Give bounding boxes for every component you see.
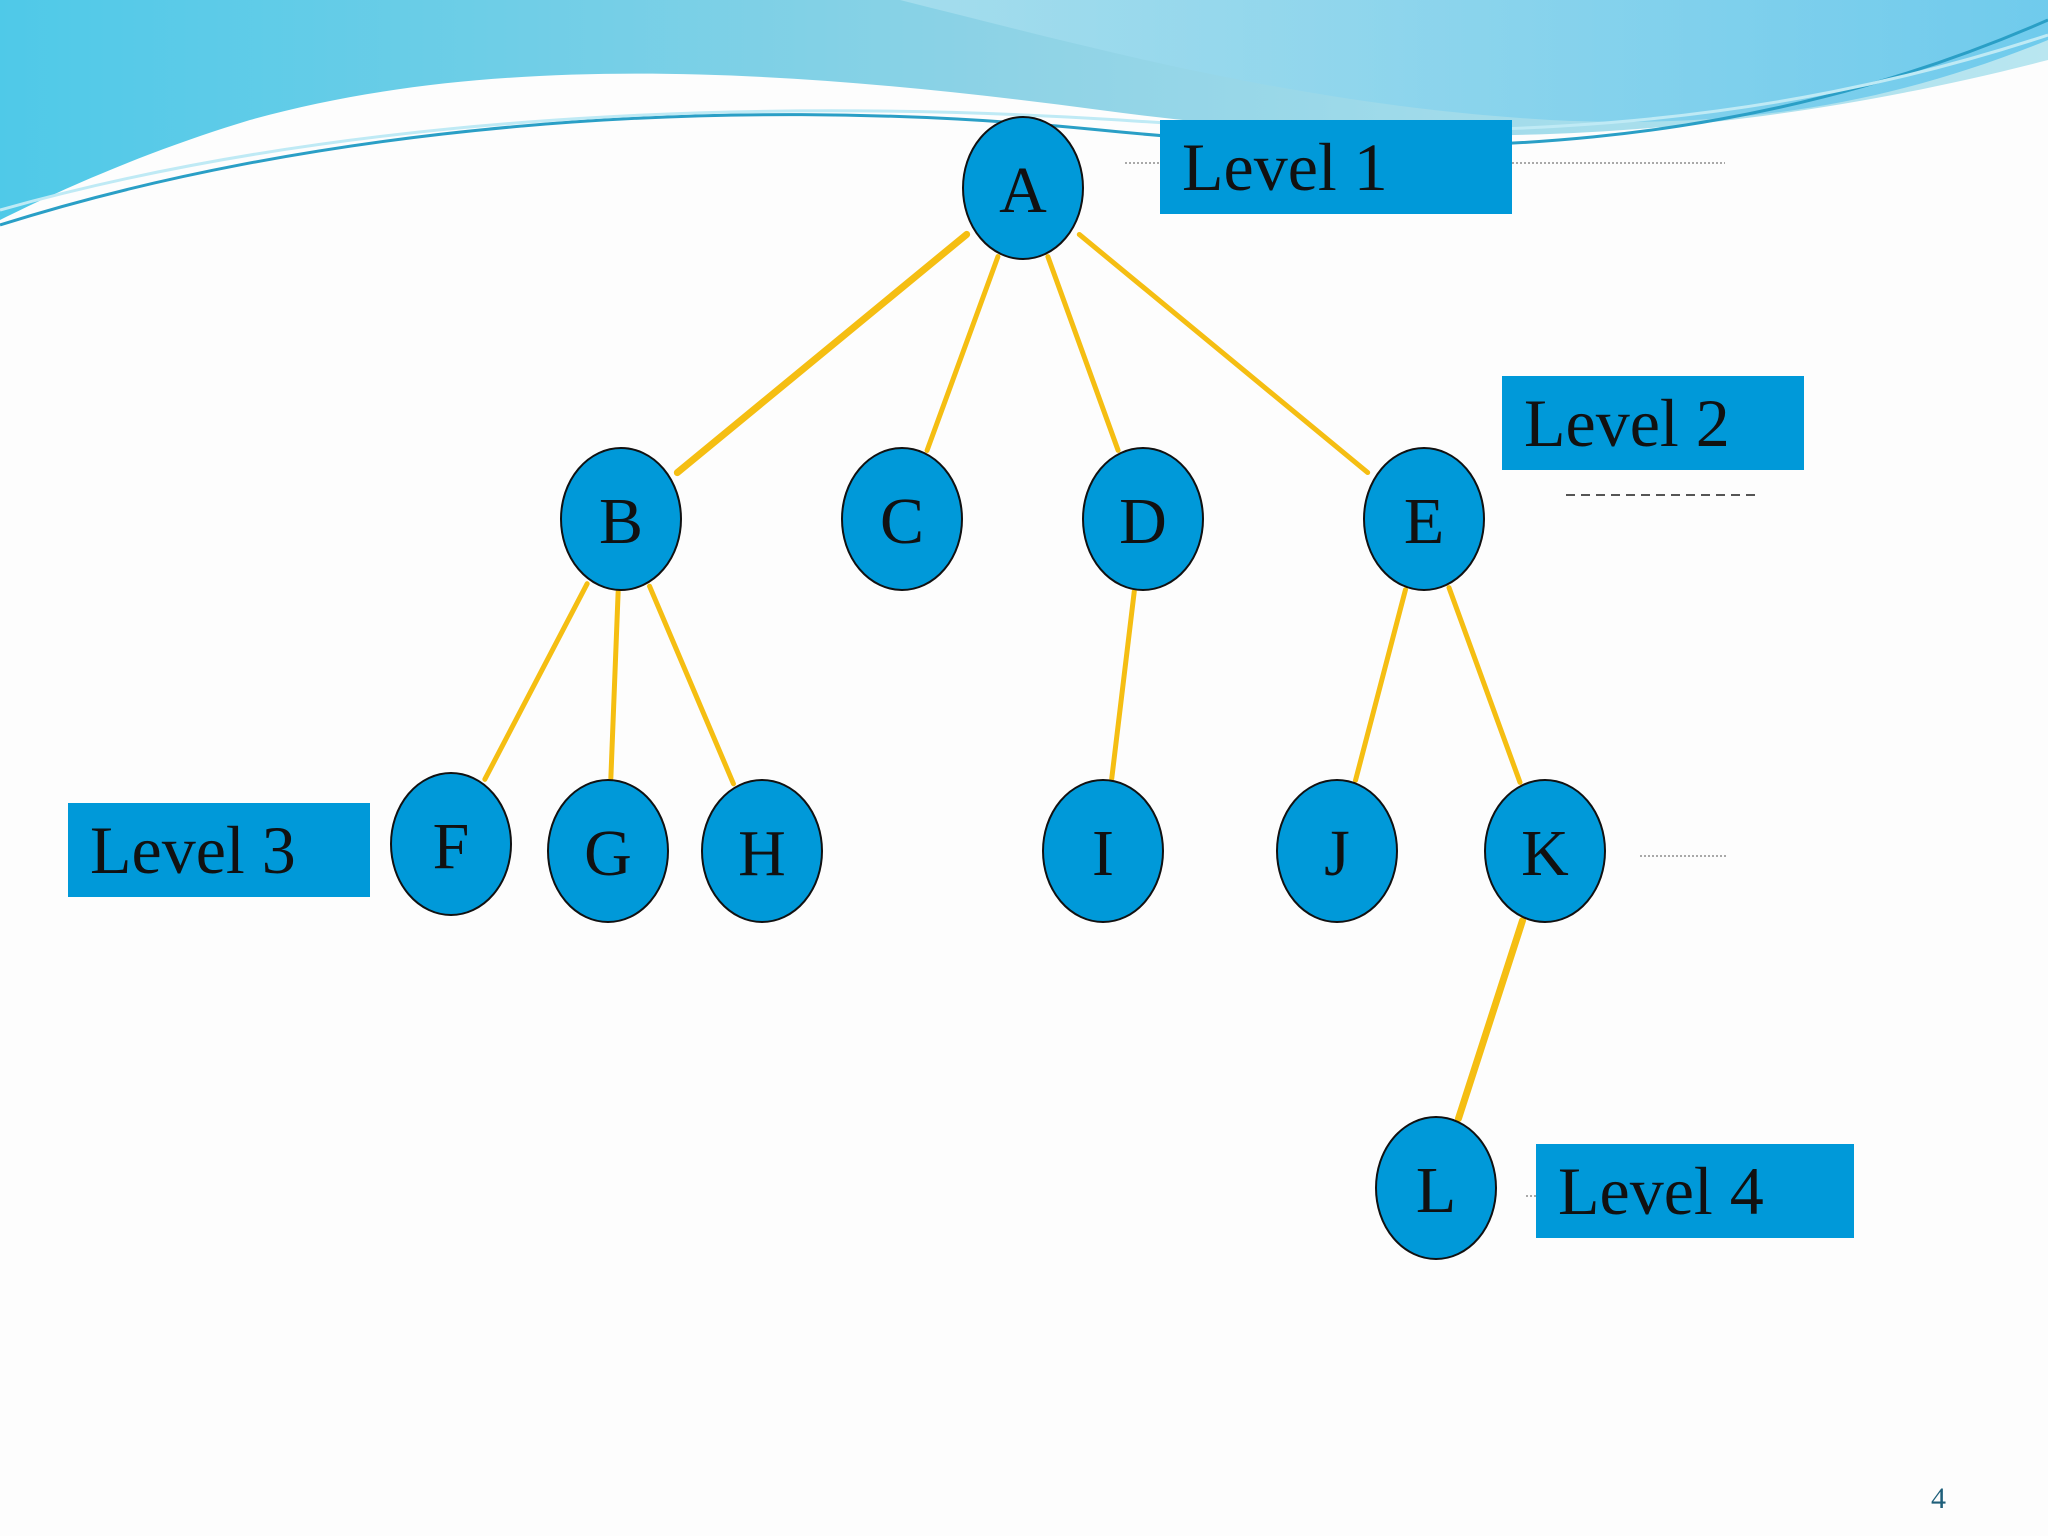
node-A: A <box>962 116 1084 260</box>
node-E: E <box>1363 447 1485 591</box>
node-B: B <box>560 447 682 591</box>
node-circle-L <box>1375 1116 1497 1260</box>
level-4-label: Level 4 <box>1536 1144 1854 1238</box>
edge-A-D <box>1045 254 1121 453</box>
tree-edges <box>482 230 1527 1123</box>
tree-nodes: A B C D E F G H I J K L <box>390 116 1606 1260</box>
node-L: L <box>1375 1116 1497 1260</box>
edge-E-J <box>1353 587 1408 783</box>
edge-B-G <box>608 589 621 781</box>
node-label-C: C <box>880 485 924 558</box>
level-3-label: Level 3 <box>68 803 370 897</box>
edge-K-L <box>1454 916 1527 1123</box>
node-label-D: D <box>1119 485 1167 558</box>
node-label-H: H <box>738 817 786 890</box>
edge-A-B <box>673 230 971 477</box>
node-I: I <box>1042 779 1164 923</box>
edge-B-F <box>482 581 590 782</box>
node-label-J: J <box>1324 817 1350 890</box>
node-label-A: A <box>999 154 1047 227</box>
node-label-K: K <box>1521 817 1569 890</box>
node-circle-F <box>390 772 512 916</box>
node-circle-D <box>1082 447 1204 591</box>
node-circle-J <box>1276 779 1398 923</box>
node-circle-G <box>547 779 669 923</box>
node-circle-B <box>560 447 682 591</box>
edge-B-H <box>647 583 736 787</box>
node-D: D <box>1082 447 1204 591</box>
page-number: 4 <box>1931 1482 1946 1515</box>
node-label-B: B <box>599 485 643 558</box>
node-label-L: L <box>1416 1154 1456 1227</box>
node-G: G <box>547 779 669 923</box>
level-guide-lines <box>1125 162 1760 1197</box>
edge-D-I <box>1109 588 1137 782</box>
edge-A-C <box>924 254 1001 453</box>
node-circle-H <box>701 779 823 923</box>
edge-A-E <box>1076 231 1371 476</box>
node-circle-E <box>1363 447 1485 591</box>
level-1-label: Level 1 <box>1160 120 1512 214</box>
level-2-label: Level 2 <box>1502 376 1804 470</box>
node-F: F <box>390 772 512 916</box>
node-circle-I <box>1042 779 1164 923</box>
header-wave-decoration <box>0 0 2048 227</box>
node-label-E: E <box>1404 485 1444 558</box>
node-label-F: F <box>433 810 470 883</box>
node-C: C <box>841 447 963 591</box>
node-circle-A <box>962 116 1084 260</box>
node-K: K <box>1484 779 1606 923</box>
edge-E-K <box>1446 585 1523 785</box>
node-label-I: I <box>1092 817 1114 890</box>
node-circle-C <box>841 447 963 591</box>
node-J: J <box>1276 779 1398 923</box>
node-H: H <box>701 779 823 923</box>
node-circle-K <box>1484 779 1606 923</box>
node-label-G: G <box>584 817 632 890</box>
